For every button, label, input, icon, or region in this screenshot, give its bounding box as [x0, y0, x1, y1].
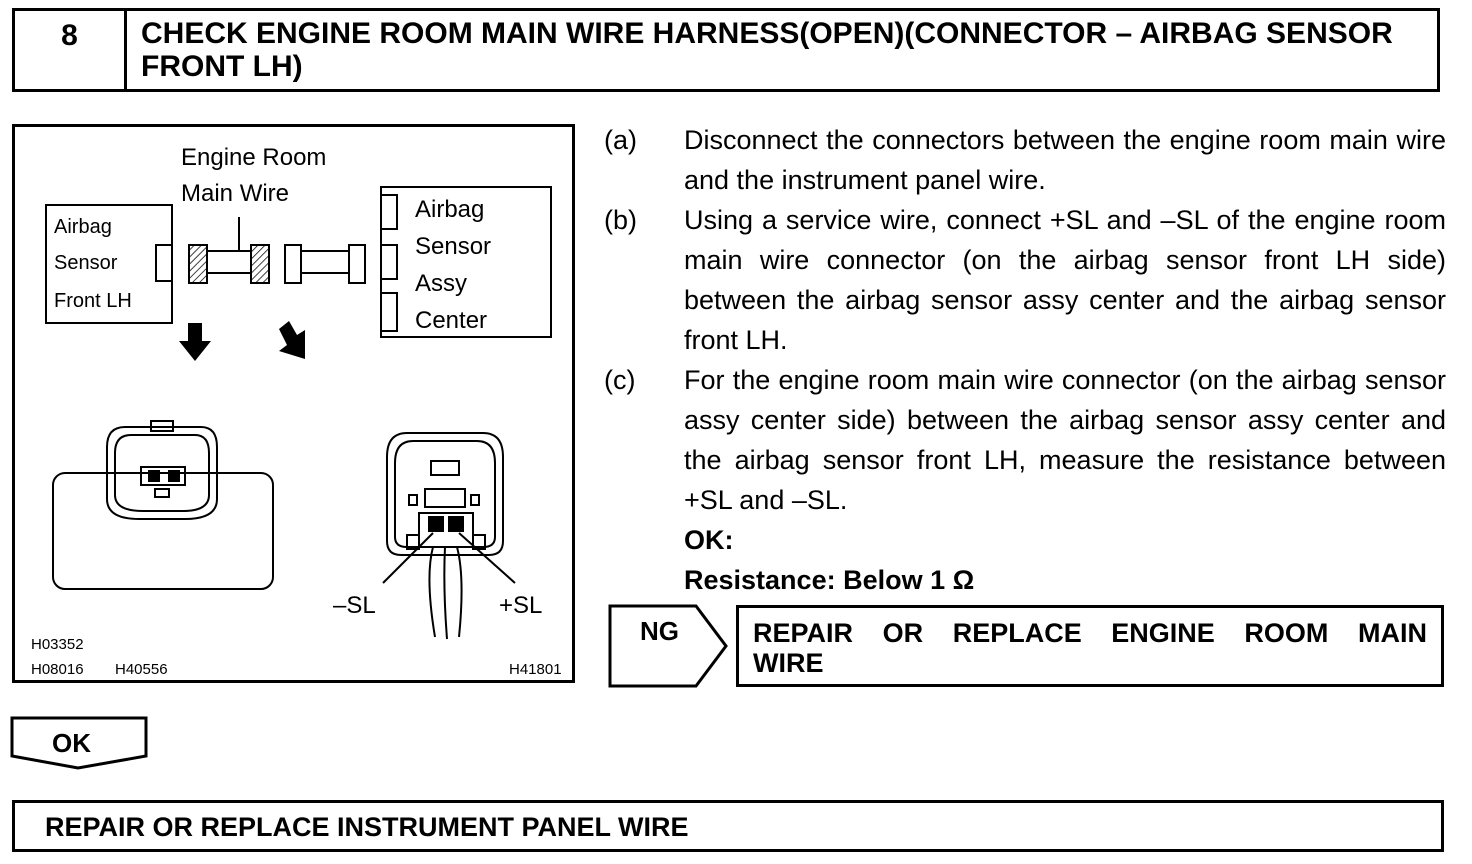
step-b: (b) Using a service wire, connect +SL an…: [604, 200, 1446, 360]
ng-tag: NG: [608, 604, 730, 693]
step-text: Disconnect the connectors between the en…: [684, 125, 1446, 195]
instrument-panel-wire-connector: [284, 244, 366, 284]
center-label-2: Sensor: [415, 233, 491, 260]
front-lh-connector: [155, 244, 173, 282]
ng-action-box: REPAIR OR REPLACE ENGINE ROOM MAIN WIRE: [736, 605, 1444, 687]
down-arrow-icon: [179, 323, 211, 361]
front-lh-label-3: Front LH: [54, 290, 132, 312]
ok-action-text: REPAIR OR REPLACE INSTRUMENT PANEL WIRE: [45, 812, 689, 842]
ng-action-line-2: WIRE: [753, 648, 824, 678]
ok-tag: OK: [10, 716, 150, 777]
resistance-spec: Resistance: Below 1 Ω: [684, 565, 975, 595]
minus-sl-label: –SL: [333, 592, 376, 619]
step-a: (a) Disconnect the connectors between th…: [604, 120, 1446, 200]
wiring-figure: Engine Room Main Wire Airbag Sensor Fron…: [12, 124, 575, 683]
step-label: (b): [604, 205, 637, 235]
figure-code: H41801: [509, 661, 562, 678]
step-text: Using a service wire, connect +SL and –S…: [684, 205, 1446, 355]
ok-label: OK: [52, 728, 91, 758]
ng-action-line-1: REPAIR OR REPLACE ENGINE ROOM MAIN: [753, 618, 1427, 648]
figure-code: H40556: [115, 661, 168, 678]
step-text: For the engine room main wire connector …: [684, 365, 1446, 515]
step-c: (c) For the engine room main wire connec…: [604, 360, 1446, 520]
right-connector-face: [386, 432, 504, 640]
center-label-4: Center: [415, 307, 487, 334]
step-label: (a): [604, 125, 637, 155]
center-label-1: Airbag: [415, 196, 484, 223]
figure-code: H03352: [31, 636, 84, 653]
front-lh-label-1: Airbag: [54, 216, 112, 238]
ng-label: NG: [640, 616, 679, 646]
step-title: CHECK ENGINE ROOM MAIN WIRE HARNESS(OPEN…: [141, 17, 1393, 83]
left-connector-face: [52, 420, 274, 590]
step-label: (c): [604, 365, 636, 395]
main-wire-label: Main Wire: [181, 180, 289, 207]
front-lh-label-2: Sensor: [54, 252, 118, 274]
ok-spec-label: OK:: [684, 525, 734, 555]
step-header: 8 CHECK ENGINE ROOM MAIN WIRE HARNESS(OP…: [12, 8, 1440, 92]
engine-room-label: Engine Room: [181, 144, 326, 171]
figure-code: H08016: [31, 661, 84, 678]
center-label-3: Assy: [415, 270, 467, 297]
procedure-steps: (a) Disconnect the connectors between th…: [604, 120, 1446, 600]
diagonal-arrow-icon: [279, 321, 305, 359]
connector-diagram: Engine Room Main Wire Airbag Sensor Fron…: [31, 144, 562, 678]
engine-room-wire-connector: [188, 217, 270, 284]
ok-action-box: REPAIR OR REPLACE INSTRUMENT PANEL WIRE: [12, 800, 1444, 852]
step-number: 8: [15, 11, 127, 89]
plus-sl-label: +SL: [499, 592, 542, 619]
